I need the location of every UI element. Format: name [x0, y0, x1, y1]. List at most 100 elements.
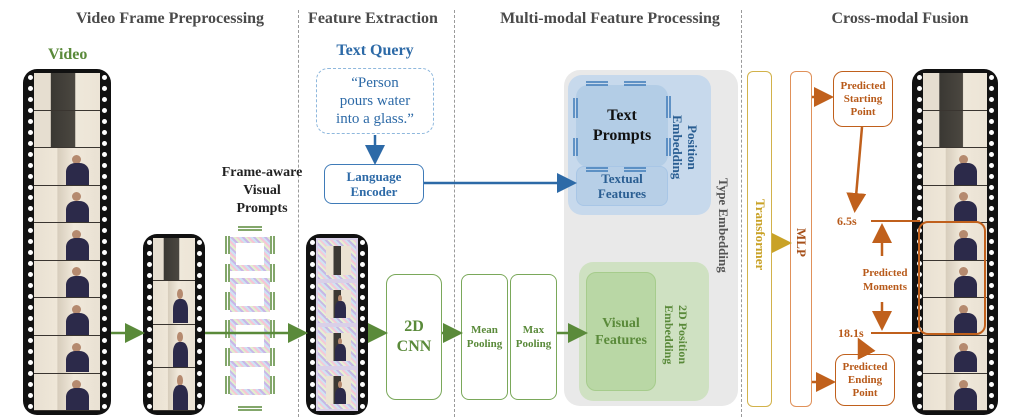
label-line: Features: [597, 186, 647, 201]
sprocket-hole: [309, 360, 315, 366]
sprocket-hole: [988, 239, 994, 245]
sprocket-hole: [101, 272, 107, 278]
sprocket-hole: [916, 337, 922, 343]
sprocket-hole: [27, 217, 33, 223]
person-figure: [173, 375, 189, 410]
label-line: Pooling: [466, 338, 503, 350]
section-title-feature-extraction: Feature Extraction: [308, 10, 438, 27]
label-line: Encoder: [350, 184, 398, 199]
sprocket-hole: [101, 294, 107, 300]
sprocket-hole: [916, 118, 922, 124]
sprocket-hole: [196, 305, 202, 311]
person-figure: [65, 342, 90, 373]
text-query-line: pours water: [339, 93, 411, 109]
sprocket-hole: [101, 96, 107, 102]
video-frame: [923, 260, 987, 299]
person-figure: [335, 294, 347, 318]
sprocket-hole: [196, 349, 202, 355]
sprocket-hole: [916, 403, 922, 409]
sprocket-hole: [916, 140, 922, 146]
person-figure: [173, 332, 189, 367]
label-line: Embedding: [662, 305, 676, 365]
end-time-label: 18.1s: [838, 326, 864, 340]
sprocket-hole: [27, 118, 33, 124]
sprocket-hole: [27, 272, 33, 278]
sprocket-hole: [27, 315, 33, 321]
section-divider: [298, 10, 299, 417]
2d-position-embedding-label: 2D Position Embedding: [662, 290, 690, 380]
sprocket-hole: [916, 392, 922, 398]
person-figure: [953, 304, 977, 335]
sprocket-hole: [27, 162, 33, 168]
section-title-cross-modal-fusion: Cross-modal Fusion: [831, 10, 969, 27]
sprocket-hole: [309, 349, 315, 355]
video-frame: [923, 73, 987, 111]
person-figure: [953, 342, 977, 373]
sprocket-hole: [27, 107, 33, 113]
sprocket-hole: [309, 381, 315, 387]
label-line: Predicted: [840, 79, 886, 92]
sprocket-hole: [196, 371, 202, 377]
sprocket-hole: [101, 359, 107, 365]
label-line: Position: [685, 124, 700, 170]
sprocket-hole: [309, 250, 315, 256]
video-frame: [34, 110, 100, 149]
sprocket-hole: [196, 338, 202, 344]
sprocket-hole: [988, 337, 994, 343]
sprocket-hole: [27, 140, 33, 146]
sprocket-hole: [916, 348, 922, 354]
input-video-filmstrip: [23, 69, 111, 415]
sprocket-hole: [988, 107, 994, 113]
sprocket-hole: [27, 173, 33, 179]
2d-cnn-box: 2D CNN: [386, 274, 442, 400]
film-sprocket-holes: [308, 240, 316, 409]
label-line: Point: [852, 386, 878, 399]
sprocket-hole: [988, 217, 994, 223]
sprocket-hole: [146, 327, 152, 333]
transformer-box: [747, 71, 772, 407]
person-figure: [953, 229, 977, 260]
label-line: 2D Position: [676, 305, 690, 365]
sprocket-hole: [309, 283, 315, 289]
person-figure: [953, 267, 977, 298]
sprocket-hole: [101, 326, 107, 332]
sprocket-hole: [988, 381, 994, 387]
frame-aware-visual-prompts-label: Frame-aware Visual Prompts: [212, 164, 312, 218]
sprocket-hole: [27, 250, 33, 256]
sprocket-hole: [916, 173, 922, 179]
sprocket-hole: [101, 283, 107, 289]
sprocket-hole: [988, 392, 994, 398]
person-figure: [65, 380, 90, 411]
sprocket-hole: [309, 261, 315, 267]
sprocket-hole: [101, 173, 107, 179]
text-query-label: Text Query: [336, 42, 414, 59]
film-sprocket-holes: [195, 240, 203, 409]
label-line: Moments: [863, 281, 907, 293]
sprocket-hole: [196, 272, 202, 278]
label-line: Starting: [843, 92, 883, 105]
sprocket-hole: [27, 381, 33, 387]
person-figure: [65, 267, 90, 298]
video-frame: [34, 373, 100, 412]
person-figure: [335, 381, 347, 405]
sprocket-hole: [196, 316, 202, 322]
start-time-label: 6.5s: [837, 214, 857, 228]
sprocket-hole: [359, 272, 365, 278]
sprocket-hole: [146, 240, 152, 245]
sprocket-hole: [916, 217, 922, 223]
sprocket-hole: [988, 283, 994, 289]
label-line: Visual: [602, 315, 640, 331]
film-sprocket-holes: [100, 75, 108, 409]
sprocket-hole: [27, 348, 33, 354]
sprocket-hole: [359, 283, 365, 289]
sprocket-hole: [359, 392, 365, 398]
video-frame: [153, 238, 195, 282]
sprocket-hole: [916, 151, 922, 157]
sprocket-hole: [146, 316, 152, 322]
sprocket-hole: [27, 261, 33, 267]
person-figure: [65, 154, 90, 185]
video-frame: [34, 335, 100, 374]
sprocket-hole: [27, 85, 33, 91]
sprocket-hole: [146, 261, 152, 267]
person-figure: [65, 229, 90, 260]
